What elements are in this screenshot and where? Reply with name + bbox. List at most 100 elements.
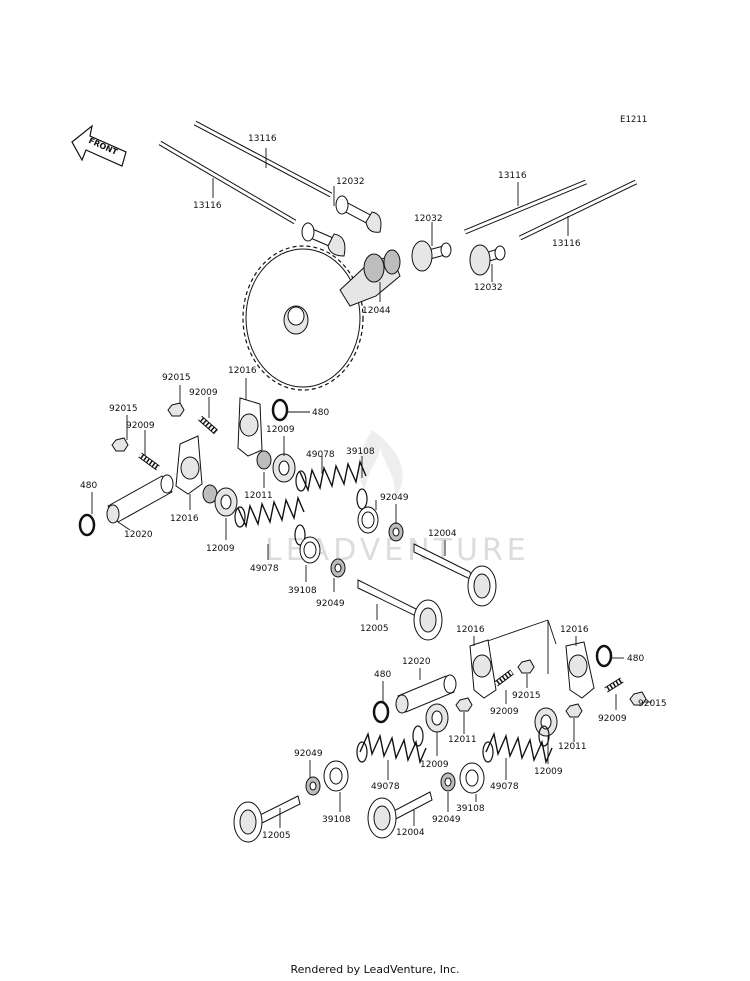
- collar-d: [565, 703, 583, 718]
- collar-c: [455, 697, 473, 712]
- callout-retainer-d: 12009: [534, 767, 563, 777]
- spring-a: [295, 459, 368, 510]
- callout-nut-a: 92015: [162, 373, 191, 383]
- circlip-b: [78, 513, 96, 537]
- callout-arm-right-b: 12016: [560, 625, 589, 635]
- washer-c: [323, 760, 349, 792]
- push-rod-a: [193, 120, 333, 198]
- valve-exhaust-b: [233, 795, 301, 843]
- rocker-shaft-left: [106, 474, 174, 524]
- callout-valve-in-b: 12004: [396, 828, 425, 838]
- callout-lifter-c: 12032: [474, 283, 503, 293]
- retainer-c: [425, 703, 449, 733]
- callout-nut-d: 92015: [638, 699, 667, 709]
- callout-nut-c: 92015: [512, 691, 541, 701]
- callout-labels: 13116 13116 13116 13116 12032 12032 1203…: [80, 134, 667, 841]
- callout-arm-lower: 12016: [170, 514, 199, 524]
- rocker-arm-right-a: [469, 639, 497, 699]
- valve-intake-b: [367, 791, 433, 839]
- valve-exhaust-a: [357, 579, 443, 641]
- callout-seal-c: 92049: [294, 749, 323, 759]
- screw-a: [198, 415, 218, 435]
- callout-push-rod-d: 13116: [552, 239, 581, 249]
- valve-intake-a: [413, 543, 497, 607]
- callout-shaft-left: 12020: [124, 530, 153, 540]
- spring-b: [234, 495, 306, 546]
- callout-nut-b: 92015: [109, 404, 138, 414]
- callout-circlip-a: 480: [312, 408, 329, 418]
- diagram-code: E1211: [620, 115, 647, 125]
- callout-collar-b: 12011: [448, 735, 477, 745]
- callout-spring-c: 49078: [371, 782, 400, 792]
- front-arrow-icon: FRONT: [71, 124, 127, 167]
- callout-lifter-a: 12032: [336, 177, 365, 187]
- camshaft-gear: [242, 245, 401, 391]
- circlip-a: [271, 398, 289, 422]
- washer-a: [357, 506, 379, 534]
- washer-d: [459, 762, 485, 794]
- screw-d: [604, 677, 624, 693]
- rocker-shaft-right: [395, 674, 457, 714]
- rocker-arm-lower: [175, 435, 203, 495]
- retainer-a: [272, 453, 296, 483]
- callout-retainer-a: 12009: [266, 425, 295, 435]
- callout-valve-ex-b: 12005: [262, 831, 291, 841]
- callout-seal-b: 92049: [316, 599, 345, 609]
- callout-screw-b: 92009: [126, 421, 155, 431]
- push-rod-b: [158, 140, 297, 225]
- collar-a: [256, 450, 272, 470]
- callout-screw-d: 92009: [598, 714, 627, 724]
- retainer-d: [534, 707, 558, 737]
- group-bracket: [478, 619, 549, 645]
- washer-b: [299, 536, 321, 564]
- callout-valve-in-a: 12004: [428, 529, 457, 539]
- screw-b: [138, 452, 160, 471]
- leader-lines: [91, 148, 652, 828]
- seal-b: [330, 558, 346, 578]
- seal-d: [440, 772, 456, 792]
- rocker-arm-upper: [237, 397, 263, 457]
- lifter-d: [469, 244, 506, 276]
- callout-arm-upper: 12016: [228, 366, 257, 376]
- circlip-c: [595, 644, 613, 668]
- callout-circlip-b: 480: [80, 481, 97, 491]
- callout-arm-right-a: 12016: [456, 625, 485, 635]
- footer-credit: Rendered by LeadVenture, Inc.: [290, 963, 460, 976]
- callout-washer-a: 39108: [346, 447, 375, 457]
- callout-retainer-c: 12009: [420, 760, 449, 770]
- callout-collar-a: 12011: [244, 491, 273, 501]
- callout-washer-d: 39108: [456, 804, 485, 814]
- nut-a: [167, 402, 185, 417]
- nut-b: [111, 437, 129, 452]
- callout-screw-c: 92009: [490, 707, 519, 717]
- callout-push-rod-a: 13116: [248, 134, 277, 144]
- callout-screw-a: 92009: [189, 388, 218, 398]
- callout-retainer-b: 12009: [206, 544, 235, 554]
- rocker-arm-right-b: [565, 641, 595, 699]
- nut-d: [629, 691, 647, 706]
- callout-collar-c: 12011: [558, 742, 587, 752]
- seal-c: [305, 776, 321, 796]
- seal-a: [388, 522, 404, 542]
- callout-push-rod-b: 13116: [193, 201, 222, 211]
- lifter-a: [335, 195, 382, 233]
- lifter-c: [411, 240, 452, 272]
- callout-seal-d: 92049: [432, 815, 461, 825]
- callout-washer-b: 39108: [288, 586, 317, 596]
- callout-spring-a: 49078: [306, 450, 335, 460]
- callout-circlip-d: 480: [627, 654, 644, 664]
- callout-lifter-b: 12032: [414, 214, 443, 224]
- spring-d: [482, 725, 553, 765]
- push-rod-d: [518, 179, 638, 241]
- callout-circlip-c: 480: [374, 670, 391, 680]
- circlip-d: [372, 700, 390, 724]
- screw-c: [494, 669, 514, 687]
- spring-c: [356, 725, 427, 765]
- push-rod-c: [464, 179, 587, 235]
- retainer-b: [214, 487, 238, 517]
- callout-washer-c: 39108: [322, 815, 351, 825]
- callout-valve-ex-a: 12005: [360, 624, 389, 634]
- callout-push-rod-c: 13116: [498, 171, 527, 181]
- callout-seal-a: 92049: [380, 493, 409, 503]
- lifter-b: [301, 222, 346, 257]
